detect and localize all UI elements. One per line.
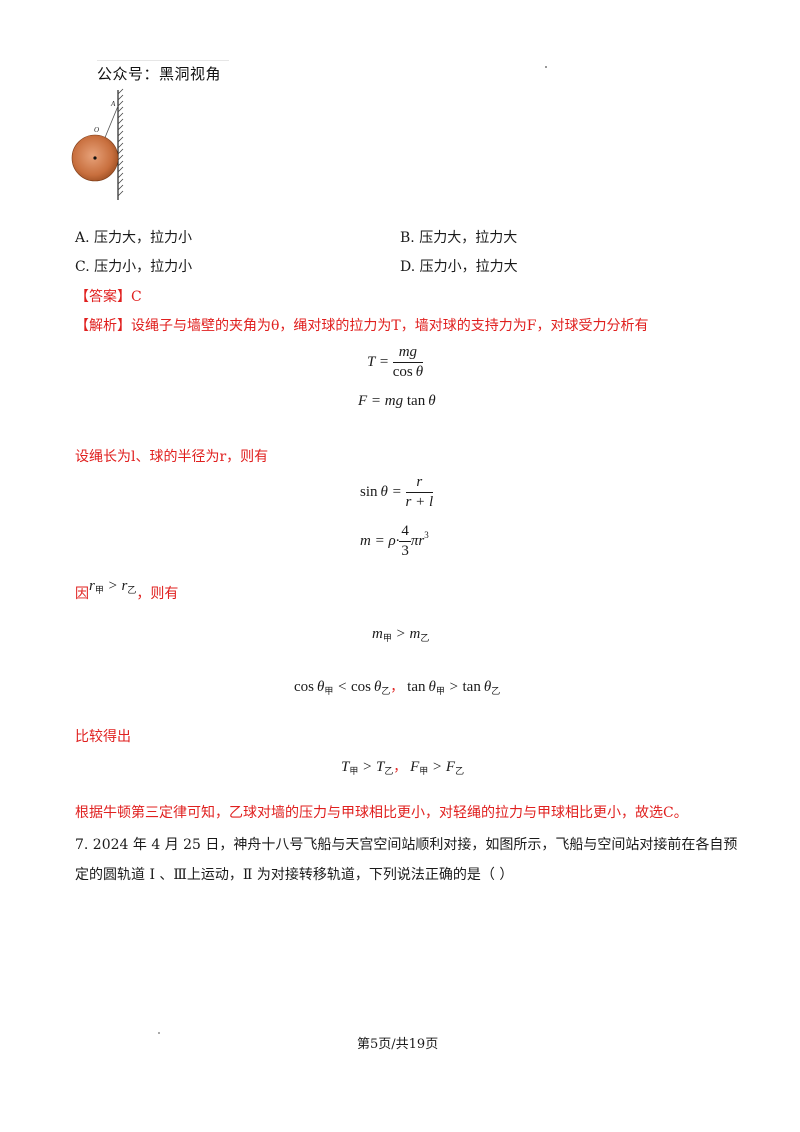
analysis-line-3: 因r甲 > r乙，则有 <box>75 578 179 604</box>
analysis-because: 因 <box>75 586 89 602</box>
formula-force-compare: T甲 > T乙， F甲 > F乙 <box>341 759 465 776</box>
analysis-conclusion: 根据牛顿第三定律可知，乙球对墙的压力与甲球相比更小，对轻绳的拉力与甲球相比更小，… <box>75 805 688 821</box>
analysis-line-4: 比较得出 <box>75 729 131 745</box>
analysis-line-1: 【解析】设绳子与墙壁的夹角为θ，绳对球的拉力为T，墙对球的支持力为F，对球受力分… <box>75 315 648 335</box>
page-number: 第5页/共19页 <box>357 1037 439 1052</box>
option-d: D. 压力小，拉力大 <box>400 259 518 275</box>
question-7-line-1: 7. 2024 年 4 月 25 日，神舟十八号飞船与天宫空间站顺利对接，如图所… <box>75 837 738 853</box>
analysis-then: ，则有 <box>136 586 179 602</box>
analysis-line-2: 设绳长为l、球的半径为r，则有 <box>75 449 269 465</box>
ball-wall-figure: A O <box>71 88 124 200</box>
label-a: A <box>110 100 116 108</box>
option-b: B. 压力大，拉力大 <box>400 230 518 246</box>
speck-2 <box>158 1032 160 1034</box>
analysis-tag: 【解析】 <box>75 318 131 334</box>
watermark-label: 公众号：黑洞视角 <box>97 60 229 89</box>
option-c: C. 压力小，拉力小 <box>75 259 193 275</box>
speck <box>545 66 547 68</box>
formula-mass-compare: m甲 > m乙 <box>372 626 430 643</box>
analysis-text-1: 设绳子与墙壁的夹角为θ，绳对球的拉力为T，墙对球的支持力为F，对球受力分析有 <box>131 318 649 334</box>
answer-line: 【答案】C <box>75 289 142 305</box>
radius-compare: r甲 > r乙 <box>89 578 137 595</box>
label-o: O <box>94 126 99 134</box>
formula-support: F = mg tan θ <box>358 393 436 409</box>
formula-angle-compare: cos θ甲 < cos θ乙， tan θ甲 > tan θ乙 <box>294 679 501 696</box>
option-a: A. 压力大，拉力小 <box>75 230 193 246</box>
question-7-line-2: 定的圆轨道 Ⅰ 、Ⅲ上运动，Ⅱ 为对接转移轨道，下列说法正确的是（ ） <box>75 867 514 883</box>
